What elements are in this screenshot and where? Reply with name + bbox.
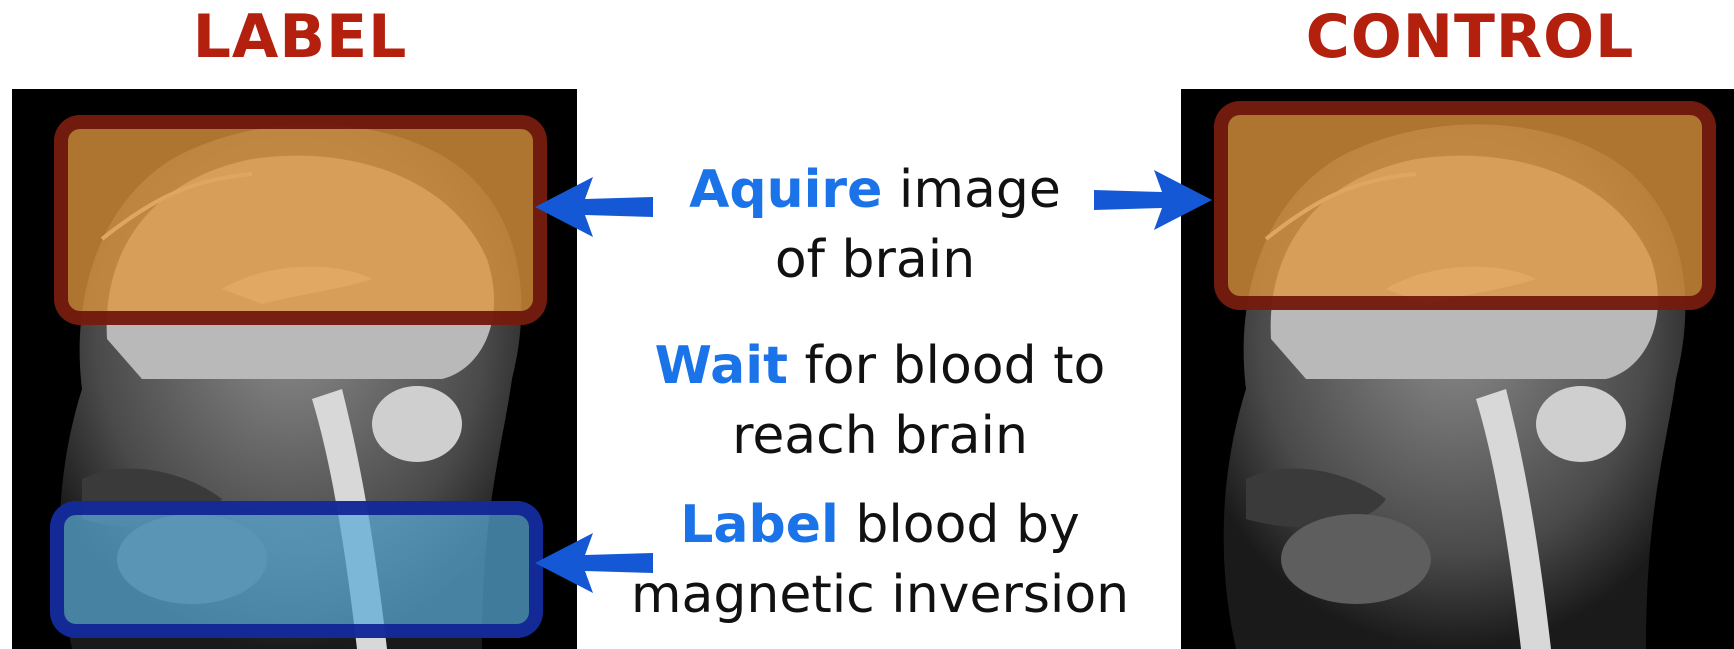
labeling-region (50, 501, 543, 638)
label-left-arrow-icon (535, 528, 655, 598)
acquire-step-text: Aquire image of brain (640, 155, 1110, 295)
label-heading: LABEL (150, 2, 450, 72)
control-heading: CONTROL (1270, 2, 1670, 72)
label-keyword: Label (680, 495, 839, 555)
acquire-keyword: Aquire (689, 160, 882, 220)
acquire-left-arrow-icon (535, 172, 655, 242)
acquire-right-arrow-icon (1092, 165, 1212, 235)
control-mri-panel (1181, 89, 1734, 649)
wait-text-line1: for blood to (788, 336, 1105, 396)
wait-step-text: Wait for blood to reach brain (600, 331, 1160, 471)
control-imaging-region (1214, 101, 1716, 310)
acquire-text-line2: of brain (775, 230, 975, 290)
wait-keyword: Wait (655, 336, 788, 396)
label-text-line2: magnetic inversion (631, 565, 1129, 625)
imaging-region (54, 115, 547, 325)
label-step-text: Label blood by magnetic inversion (600, 490, 1160, 630)
acquire-text-line1: image (882, 160, 1061, 220)
label-text-line1: blood by (839, 495, 1080, 555)
label-mri-panel (12, 89, 577, 649)
wait-text-line2: reach brain (732, 406, 1028, 466)
